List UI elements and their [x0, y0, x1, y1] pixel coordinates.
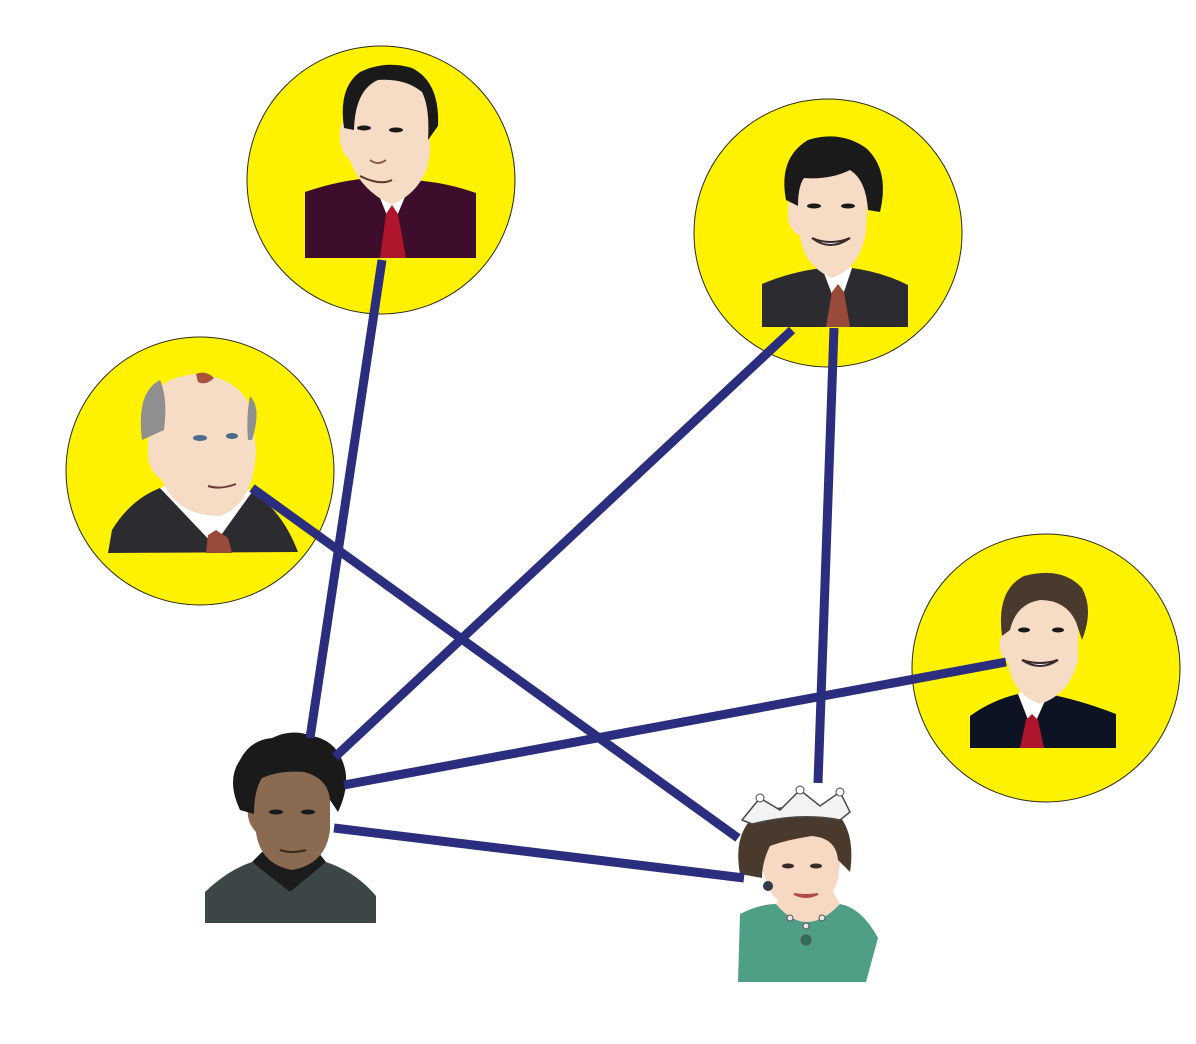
portrait-icon	[970, 572, 1116, 748]
edge-man-birthmark-to-woman-tiara	[249, 484, 741, 842]
edge-man-curly-hair-to-woman-tiara	[333, 823, 745, 883]
portraits	[108, 64, 1116, 982]
portrait-icon	[762, 136, 908, 327]
node-man-curly-hair	[205, 732, 376, 923]
portrait-icon	[738, 785, 878, 982]
node-woman-tiara	[738, 785, 878, 982]
edges	[249, 259, 1007, 883]
portrait-icon	[108, 372, 298, 553]
edge-man-grey-suit-smiling-to-man-curly-hair	[343, 657, 1007, 790]
edge-man-bald-maroon-suit-to-man-curly-hair	[305, 259, 387, 739]
portrait-icon	[305, 64, 476, 258]
node-man-dark-hair-smiling	[762, 136, 908, 327]
node-man-grey-suit-smiling	[970, 572, 1116, 748]
node-man-birthmark	[108, 372, 298, 553]
edge-man-dark-hair-smiling-to-woman-tiara	[813, 327, 839, 784]
edge-man-dark-hair-smiling-to-man-curly-hair	[331, 326, 796, 761]
portrait-icon	[205, 732, 376, 923]
node-man-bald-maroon-suit	[305, 64, 476, 258]
